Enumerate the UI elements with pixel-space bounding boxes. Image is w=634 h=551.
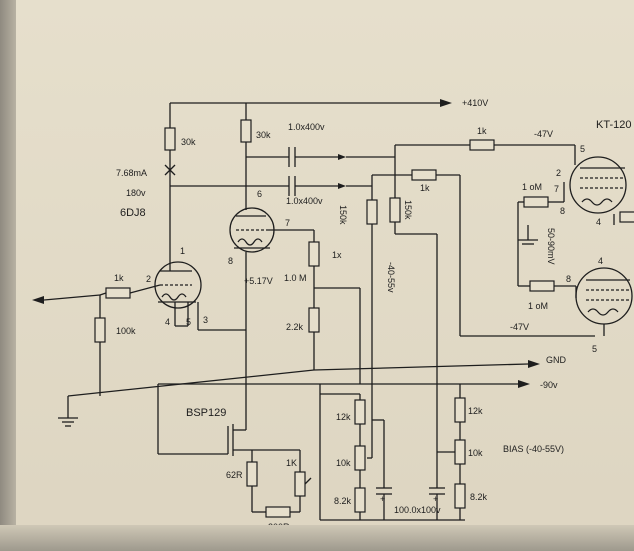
coupling-cap-2-label: 1.0x400v	[286, 196, 323, 206]
bias-neg-2-label: -47V	[510, 322, 529, 332]
driver-triode-2	[229, 207, 275, 253]
output-tube-2-pin-4: 4	[598, 256, 603, 266]
bias-8-2k-right-label: 8.2k	[470, 492, 488, 502]
pin-2: 2	[146, 274, 151, 284]
trim-pot-1k-label: 1K	[286, 458, 297, 468]
anode-resistor-2-label: 30k	[256, 130, 271, 140]
output-tube-2-pin-8: 8	[566, 274, 571, 284]
resistor-200r	[265, 506, 291, 518]
grid-leak-150k-b-label: 150k	[403, 200, 413, 220]
anode-resistor-2	[240, 119, 252, 143]
pin-6: 6	[257, 189, 262, 199]
grid-stopper-1x-label: 1x	[332, 250, 342, 260]
cap-plus-left: +	[380, 494, 385, 504]
gnd-rail-label: GND	[546, 355, 567, 365]
trim-pot-1k	[294, 471, 306, 497]
output-tube-1-pin-8: 8	[560, 206, 565, 216]
resistor-62r	[246, 461, 258, 487]
pin-4: 4	[165, 317, 170, 327]
idle-mv-annotation: 50-90mV	[546, 228, 556, 265]
resistor-2-2k-label: 2.2k	[286, 322, 304, 332]
pin-1: 1	[180, 246, 185, 256]
grid-leak-1m-b	[529, 280, 555, 292]
bias-8-2k-left-label: 8.2k	[334, 496, 352, 506]
cathode-voltage-annotation: +5.17V	[244, 276, 273, 286]
output-tube-1-pin-7: 7	[554, 184, 559, 194]
output-tube-label: KT-120	[596, 119, 631, 131]
current-annotation: 7.68mA	[116, 168, 147, 178]
grid-leak-150k-b	[389, 197, 401, 223]
bias-pot-10k-right	[454, 439, 466, 465]
anode-resistor-1	[164, 127, 176, 151]
input-grid-stopper	[105, 287, 131, 299]
bias-pot-10k-left	[354, 445, 366, 471]
mosfet-bsp129	[227, 420, 252, 456]
grid-leak-150k-a	[366, 199, 378, 225]
output-tube-1-pin-4: 4	[596, 217, 601, 227]
paper-edge-shadow	[0, 0, 16, 551]
b-plus-label: +410V	[462, 98, 488, 108]
bias-range-annotation: -40-55v	[386, 262, 396, 293]
bias-neg-label: -47V	[534, 129, 553, 139]
paper-sheet	[14, 0, 634, 551]
input-grid-stopper-label: 1k	[114, 273, 124, 283]
grid-leak-1m-a-label: 1 oM	[522, 182, 542, 192]
filter-cap-label: 100.0x100v	[394, 505, 441, 515]
cap-plus-right: +	[433, 494, 438, 504]
output-tube-2-pin-5: 5	[592, 344, 597, 354]
grid-leak-150k-a-label: 150k	[338, 205, 348, 225]
pin-3: 3	[203, 315, 208, 325]
bias-adjust-label: BIAS (-40-55V)	[503, 444, 564, 454]
bias-12k-left-label: 12k	[336, 412, 351, 422]
output-tube-2	[575, 267, 633, 325]
output-tube-1-pin-5: 5	[580, 144, 585, 154]
output-tube-1-pin-2: 2	[556, 168, 561, 178]
bias-12k-right-label: 12k	[468, 406, 483, 416]
pin-8: 8	[228, 256, 233, 266]
grid-leak-1m-b-label: 1 oM	[528, 301, 548, 311]
driver-triode-1	[154, 258, 202, 309]
bias-pot-10k-left-label: 10k	[336, 458, 351, 468]
anode-resistor-1-label: 30k	[181, 137, 196, 147]
bias-12k-right	[454, 397, 466, 423]
grid-stopper-top-label: 1k	[477, 126, 487, 136]
table-surface	[0, 525, 634, 551]
input-grid-resistor	[94, 317, 106, 343]
input-grid-resistor-label: 100k	[116, 326, 136, 336]
grid-leak-1m-a	[523, 196, 549, 208]
bias-12k-left	[354, 399, 366, 425]
driver-tube-label: 6DJ8	[120, 207, 146, 219]
grid-stopper-mid-label: 1k	[420, 183, 430, 193]
resistor-62r-label: 62R	[226, 470, 243, 480]
b-plus-rail	[169, 99, 452, 128]
coupling-cap-1-label: 1.0x400v	[288, 122, 325, 132]
grid-1m-label: 1.0 M	[284, 273, 307, 283]
bias-8-2k-right	[454, 483, 466, 509]
grid-stopper-1x	[308, 241, 320, 267]
grid-stopper-top	[469, 139, 495, 151]
transistor-label: BSP129	[186, 407, 226, 419]
output-tube-1	[569, 156, 627, 214]
screen-resistor-a	[619, 211, 634, 223]
anode-voltage-annotation: 180v	[126, 188, 146, 198]
bias-pot-10k-right-label: 10k	[468, 448, 483, 458]
pin-7: 7	[285, 218, 290, 228]
resistor-2-2k	[308, 307, 320, 333]
bias-supply-label: -90v	[540, 380, 558, 390]
grid-stopper-mid	[411, 169, 437, 181]
bias-8-2k-left	[354, 487, 366, 513]
